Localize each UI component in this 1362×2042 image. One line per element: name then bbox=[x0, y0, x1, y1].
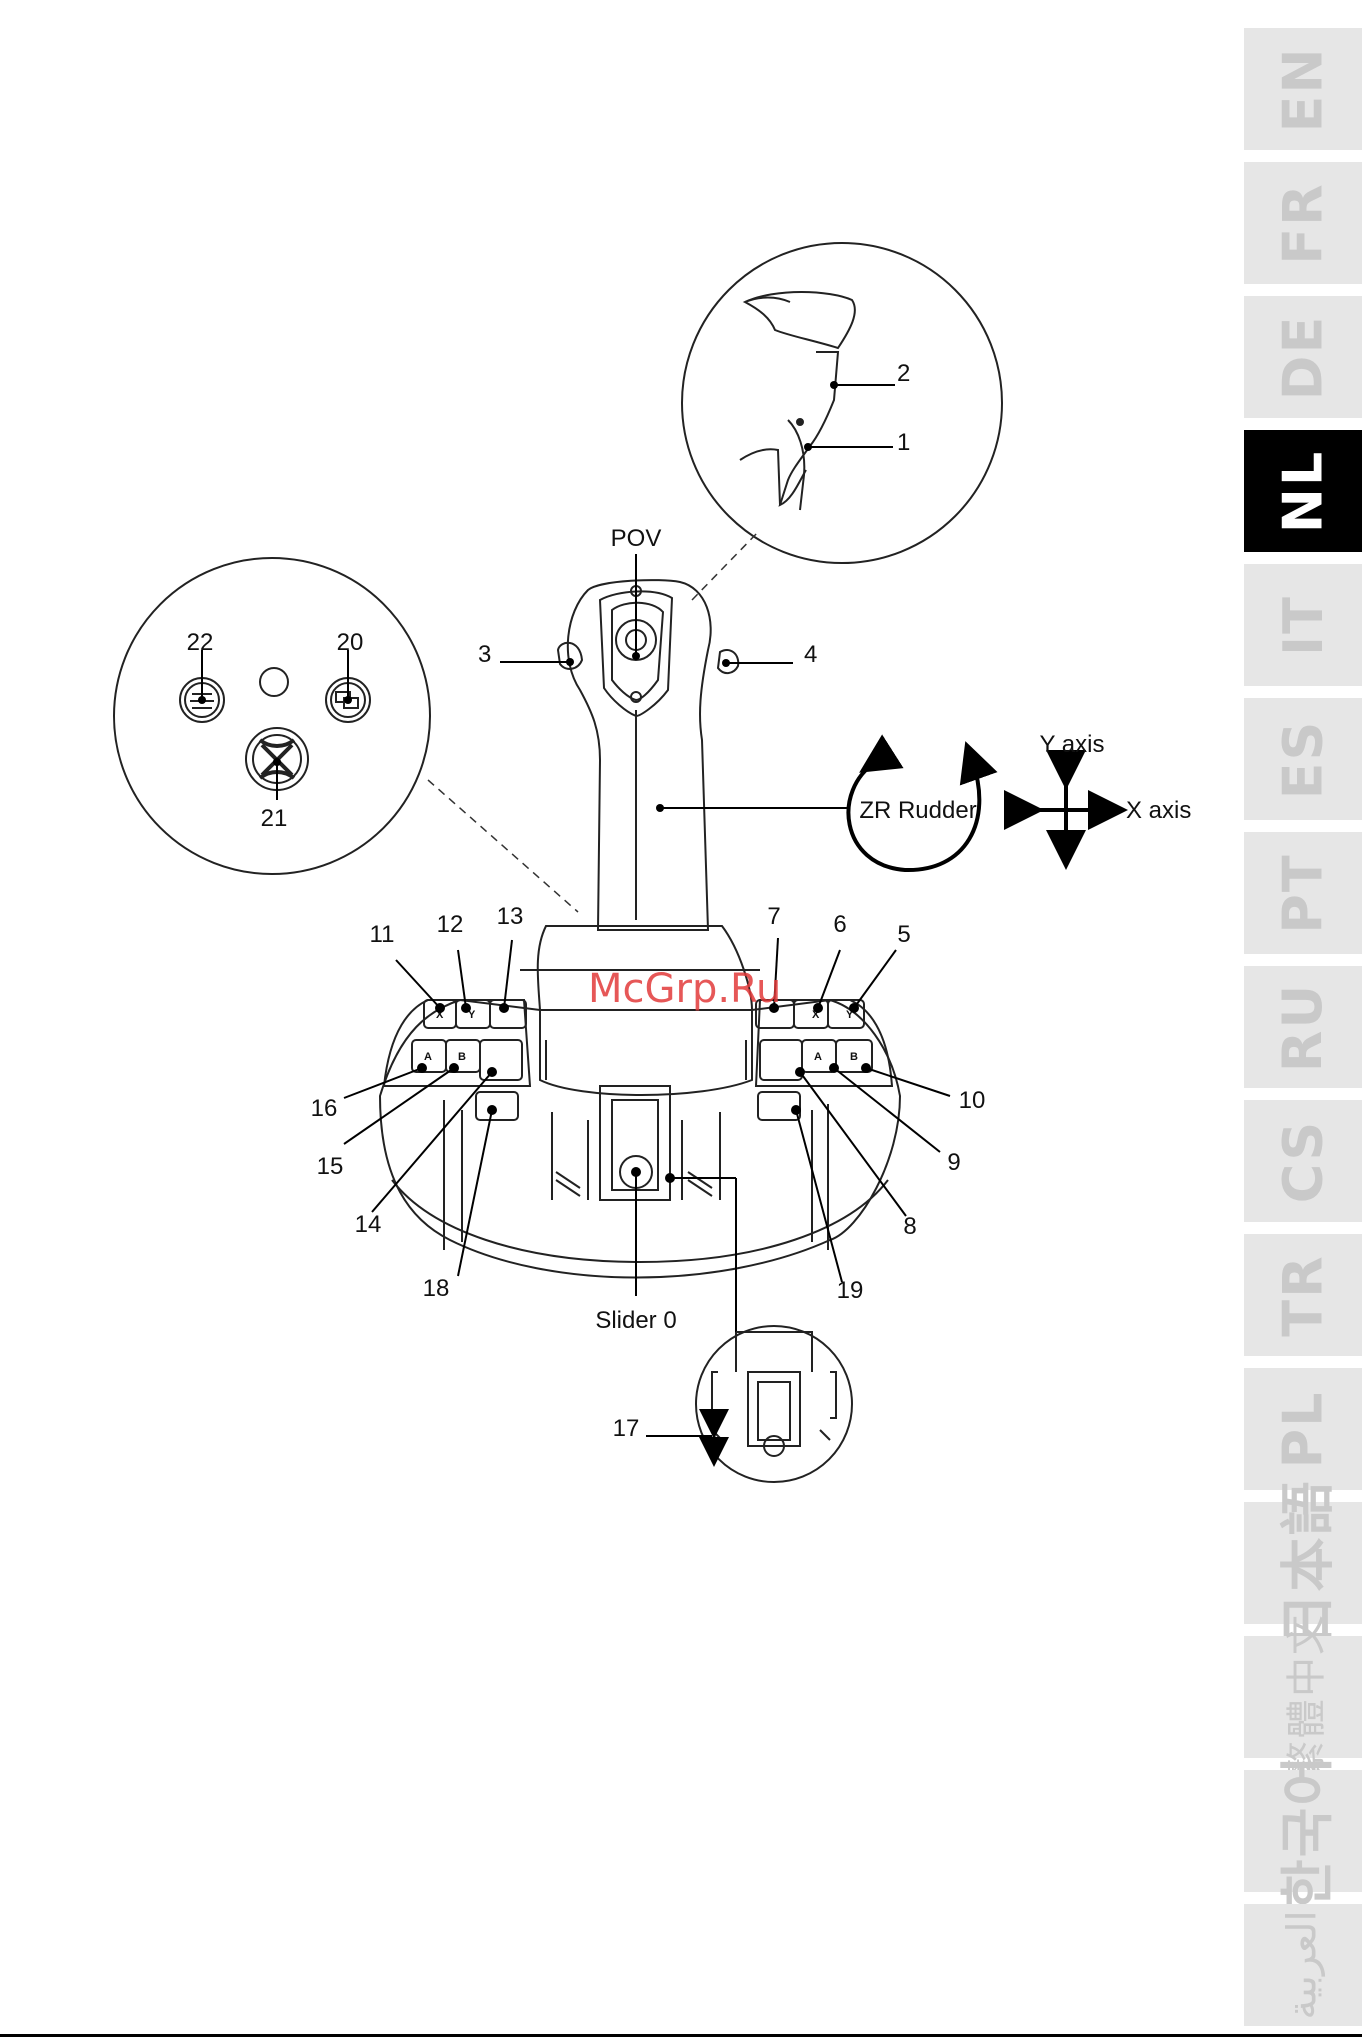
language-tab-5[interactable]: ES bbox=[1244, 698, 1362, 826]
label-18: 18 bbox=[423, 1275, 450, 1302]
slider-inset bbox=[696, 1326, 852, 1482]
xy-axis-cross bbox=[1024, 770, 1108, 850]
label-12: 12 bbox=[437, 911, 464, 938]
label-14: 14 bbox=[355, 1211, 382, 1238]
label-zr-rudder: ZR Rudder bbox=[859, 797, 976, 824]
label-16: 16 bbox=[311, 1095, 338, 1122]
label-y-axis: Y axis bbox=[1040, 731, 1105, 758]
left-button-cluster bbox=[384, 1000, 530, 1250]
language-tab-10[interactable]: PL bbox=[1244, 1368, 1362, 1496]
label-6: 6 bbox=[833, 911, 846, 938]
language-tab-0[interactable]: EN bbox=[1244, 28, 1362, 156]
watermark: McGrp.Ru bbox=[588, 966, 781, 1012]
language-tab-label: ES bbox=[1272, 719, 1335, 799]
label-19: 19 bbox=[837, 1277, 864, 1304]
label-2: 2 bbox=[897, 360, 910, 387]
joystick-stick bbox=[558, 580, 738, 930]
language-tab-1[interactable]: FR bbox=[1244, 162, 1362, 290]
label-slider: Slider 0 bbox=[595, 1307, 676, 1334]
btn-letter-a-right: A bbox=[814, 1051, 822, 1063]
label-15: 15 bbox=[317, 1153, 344, 1180]
language-tab-label: IT bbox=[1272, 595, 1335, 656]
btn-letter-a-left: A bbox=[424, 1051, 432, 1063]
language-tab-11[interactable]: 日本語 bbox=[1244, 1502, 1362, 1630]
language-tab-label: TR bbox=[1271, 1254, 1334, 1336]
label-3: 3 bbox=[478, 641, 491, 668]
language-tab-2[interactable]: DE bbox=[1244, 296, 1362, 424]
language-tab-6[interactable]: PT bbox=[1244, 832, 1362, 960]
language-tab-14[interactable]: العربية bbox=[1244, 1904, 1362, 2032]
language-tab-label: DE bbox=[1272, 314, 1335, 400]
language-tab-label: EN bbox=[1272, 46, 1335, 132]
btn-letter-b-left: B bbox=[458, 1051, 466, 1063]
label-8: 8 bbox=[903, 1213, 916, 1240]
btn-letter-b-right: B bbox=[850, 1051, 858, 1063]
label-21: 21 bbox=[261, 805, 288, 832]
label-1: 1 bbox=[897, 429, 910, 456]
label-17: 17 bbox=[613, 1415, 640, 1442]
trigger-inset bbox=[682, 243, 1002, 563]
label-9: 9 bbox=[947, 1149, 960, 1176]
language-tab-13[interactable]: 한국어 bbox=[1244, 1770, 1362, 1898]
language-tab-4[interactable]: IT bbox=[1244, 564, 1362, 692]
language-tab-label: 한국어 bbox=[1264, 1753, 1343, 1908]
label-5: 5 bbox=[897, 921, 910, 948]
language-tab-9[interactable]: TR bbox=[1244, 1234, 1362, 1362]
label-22: 22 bbox=[187, 629, 214, 656]
label-20: 20 bbox=[337, 629, 364, 656]
language-tab-label: CS bbox=[1272, 1119, 1335, 1203]
language-tab-label: NL bbox=[1271, 449, 1334, 533]
language-tab-label: FR bbox=[1272, 182, 1335, 264]
language-tab-label: PT bbox=[1271, 853, 1334, 933]
language-tab-label: PL bbox=[1272, 1390, 1335, 1468]
label-10: 10 bbox=[959, 1087, 986, 1114]
bottom-rule bbox=[0, 2034, 1362, 2037]
language-tab-8[interactable]: CS bbox=[1244, 1100, 1362, 1228]
language-tab-label: العربية bbox=[1280, 1910, 1326, 2019]
label-11: 11 bbox=[370, 921, 395, 948]
language-tab-12[interactable]: 繁體中文 bbox=[1244, 1636, 1362, 1764]
language-tab-3[interactable]: NL bbox=[1244, 430, 1362, 558]
language-tab-7[interactable]: RU bbox=[1244, 966, 1362, 1094]
label-4: 4 bbox=[804, 641, 817, 668]
label-x-axis: X axis bbox=[1126, 797, 1191, 824]
language-tab-label: RU bbox=[1272, 982, 1335, 1071]
label-7: 7 bbox=[767, 903, 780, 930]
label-13: 13 bbox=[497, 903, 524, 930]
label-pov: POV bbox=[611, 525, 662, 552]
